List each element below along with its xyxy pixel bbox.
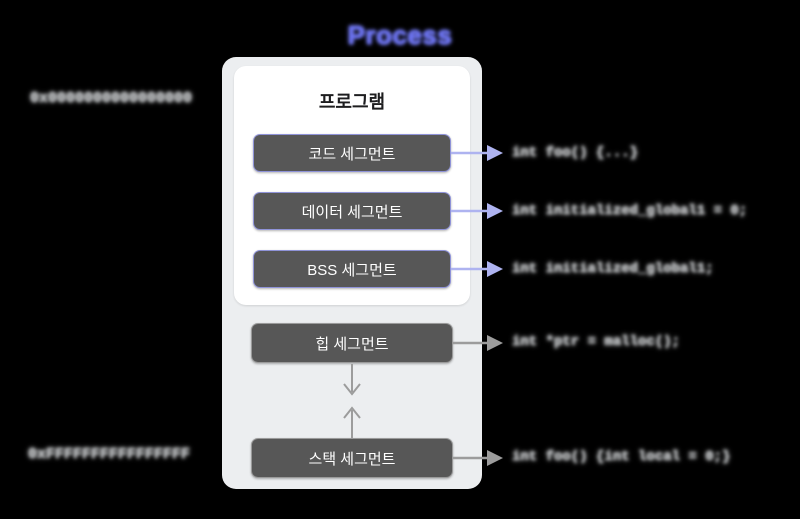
- program-label: 프로그램: [318, 92, 386, 112]
- annotation-heap-segment: int *ptr = malloc();: [512, 334, 681, 350]
- segment-box-stack[interactable]: 스택 세그먼트: [251, 438, 453, 478]
- segment-label-bss: BSS 세그먼트: [307, 261, 397, 279]
- segment-box-data[interactable]: 데이터 세그먼트: [253, 192, 451, 230]
- segment-label-stack: 스택 세그먼트: [308, 450, 396, 468]
- segment-box-bss[interactable]: BSS 세그먼트: [253, 250, 451, 288]
- segment-box-code[interactable]: 코드 세그먼트: [253, 134, 451, 172]
- annotation-data-segment: int initialized_global1 = 0;: [512, 203, 748, 219]
- segment-label-code: 코드 세그먼트: [308, 145, 396, 163]
- segment-box-heap[interactable]: 힙 세그먼트: [251, 323, 453, 363]
- segment-label-data: 데이터 세그먼트: [301, 203, 403, 221]
- annotation-code-segment: int foo() {...}: [512, 145, 639, 161]
- annotation-bss-segment: int initialized_global1;: [512, 261, 714, 277]
- segment-label-heap: 힙 세그먼트: [315, 335, 389, 353]
- annotation-stack-segment: int foo() {int local = 0;}: [512, 449, 731, 465]
- page-title: Process: [347, 20, 453, 50]
- address-label-high: 0xFFFFFFFFFFFFFFFF: [28, 446, 191, 463]
- address-label-low: 0x0000000000000000: [30, 90, 193, 107]
